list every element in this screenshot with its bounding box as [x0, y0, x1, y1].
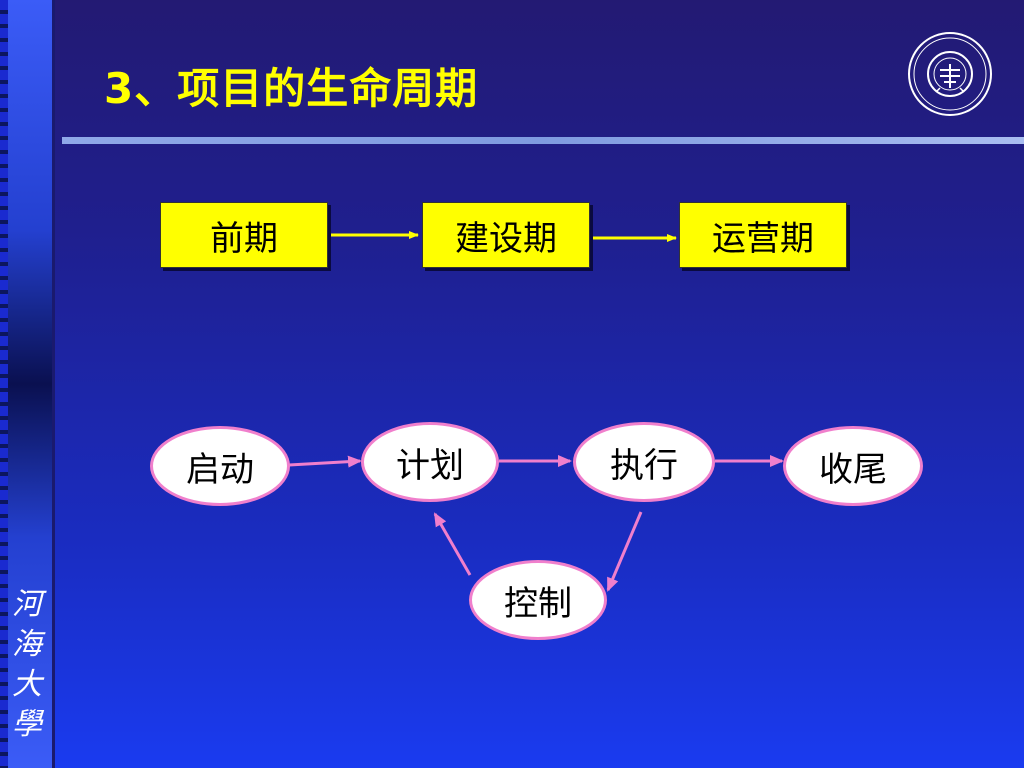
phase-early: 前期: [160, 202, 328, 268]
left-decorative-bar: [0, 0, 52, 768]
left-dotted-stripe: [0, 0, 8, 768]
phase-operation: 运营期: [679, 202, 847, 268]
slide-title: 3、项目的生命周期: [104, 64, 479, 113]
university-seal-icon: [908, 32, 992, 116]
calligraphy-char: 海: [12, 627, 42, 662]
calligraphy-char: 大: [12, 667, 42, 702]
calligraphy-char: 河: [12, 587, 42, 622]
stage-execute: 执行: [573, 422, 715, 502]
stage-plan: 计划: [361, 422, 499, 502]
stage-control: 控制: [469, 560, 607, 640]
phase-construction: 建设期: [422, 202, 590, 268]
arrow-execute-to-control: [606, 511, 643, 592]
stage-close: 收尾: [783, 426, 923, 506]
arrow-start-to-plan: [288, 455, 362, 468]
stage-start: 启动: [150, 426, 290, 506]
title-divider: [62, 137, 1024, 144]
arrow-control-to-plan: [433, 512, 472, 576]
left-accent-line: [52, 0, 55, 768]
calligraphy-char: 學: [12, 707, 42, 742]
university-calligraphy: 河 海 大 學: [12, 585, 42, 745]
